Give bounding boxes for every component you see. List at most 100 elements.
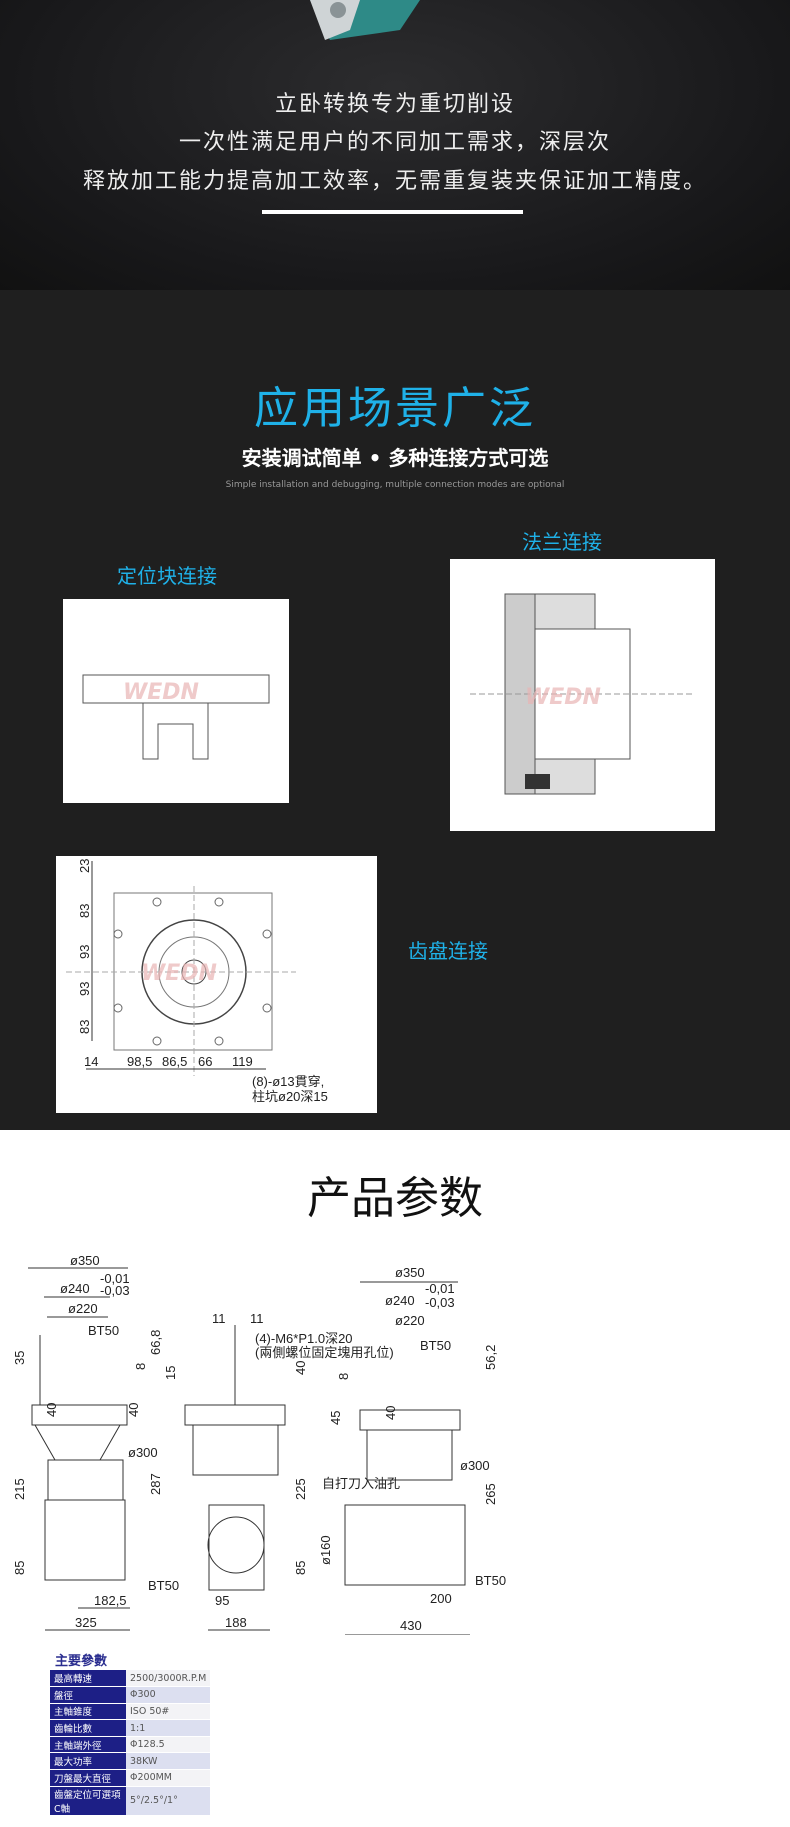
flange-connection-drawing: WEDN bbox=[450, 559, 715, 831]
dim-h-2: 86,5 bbox=[162, 1054, 187, 1069]
gear-plate-connection-drawing: 23 83 93 93 83 14 98,5 86,5 66 119 (8)-ø… bbox=[56, 856, 377, 1113]
dim-h-4: 119 bbox=[232, 1054, 253, 1069]
param-name: 盤徑 bbox=[50, 1686, 126, 1704]
d1-bt50b: BT50 bbox=[148, 1578, 179, 1593]
param-value: 1:1 bbox=[126, 1719, 211, 1737]
d3-d300: ø300 bbox=[460, 1458, 490, 1473]
d1-w1825: 182,5 bbox=[94, 1593, 127, 1608]
mode-label-block: 定位块连接 bbox=[117, 564, 217, 588]
d3-tol-dn: -0,03 bbox=[425, 1295, 455, 1310]
d3-d350: ø350 bbox=[395, 1265, 425, 1280]
dim-h-3: 66 bbox=[198, 1054, 212, 1069]
param-value: 38KW bbox=[126, 1752, 211, 1771]
d1-h35: 35 bbox=[12, 1351, 27, 1365]
d1-w325: 325 bbox=[75, 1615, 97, 1630]
params-section: 产品参数 ø350 ø240 -0,01 -0,03 ø220 BT50 35 bbox=[0, 1130, 790, 1827]
d3-bt50b: BT50 bbox=[475, 1573, 506, 1588]
dim-h-0: 14 bbox=[84, 1054, 98, 1069]
applications-subtitle: 安装调试简单 • 多种连接方式可选 bbox=[241, 446, 549, 470]
d1-d350: ø350 bbox=[70, 1253, 100, 1268]
d1-h40b: 40 bbox=[126, 1403, 141, 1417]
d2-w95: 95 bbox=[215, 1593, 229, 1608]
d3-h40: 40 bbox=[383, 1406, 398, 1420]
block-connection-drawing: WEDN bbox=[63, 599, 289, 803]
svg-text:WEDN: WEDN bbox=[525, 685, 601, 710]
intro-line-1: 立卧转换专为重切削设 bbox=[274, 92, 515, 117]
param-name: 主軸錐度 bbox=[50, 1703, 126, 1721]
dim-v-1: 83 bbox=[77, 904, 92, 918]
d3-h45: 45 bbox=[328, 1411, 343, 1425]
product-image bbox=[310, 0, 420, 40]
d2-note2: (兩側螺位固定塊用孔位) bbox=[255, 1345, 394, 1360]
d2-h40: 40 bbox=[293, 1361, 308, 1375]
d2-h225: 225 bbox=[293, 1478, 308, 1500]
applications-section: 应用场景广泛 安装调试简单 • 多种连接方式可选 Simple installa… bbox=[0, 290, 790, 1130]
dim-v-4: 83 bbox=[77, 1020, 92, 1034]
d1-d300: ø300 bbox=[128, 1445, 158, 1460]
watermark: WEDN bbox=[141, 961, 217, 986]
d3-tol-up: -0,01 bbox=[425, 1281, 455, 1296]
divider bbox=[262, 210, 523, 214]
param-value: Φ200MM bbox=[126, 1769, 211, 1787]
params-title: 产品参数 bbox=[307, 1173, 483, 1224]
gear-note-2: 柱坑ø20深15 bbox=[252, 1089, 328, 1104]
d1-h668: 66,8 bbox=[148, 1330, 163, 1355]
d1-h8: 8 bbox=[133, 1363, 148, 1370]
d3-d160: ø160 bbox=[318, 1535, 333, 1565]
d2-h15: 15 bbox=[163, 1366, 178, 1380]
d2-note: (4)-M6*P1.0深20 bbox=[255, 1331, 353, 1346]
d3-h8: 8 bbox=[336, 1373, 351, 1380]
d1-tol-up: -0,01 bbox=[100, 1271, 130, 1286]
d3-d220: ø220 bbox=[395, 1313, 425, 1328]
param-name: 齒輪比數 bbox=[50, 1719, 126, 1737]
d3-d240: ø240 bbox=[385, 1293, 415, 1308]
mode-label-gear: 齿盘连接 bbox=[408, 939, 488, 963]
d1-tol-dn: -0,03 bbox=[100, 1283, 130, 1298]
d1-h215: 215 bbox=[12, 1478, 27, 1500]
d2-w11b: 11 bbox=[250, 1311, 264, 1326]
param-value: Φ128.5 bbox=[126, 1736, 211, 1754]
d1-h85: 85 bbox=[12, 1561, 27, 1575]
dim-v-2: 93 bbox=[77, 945, 92, 959]
d2-h85: 85 bbox=[293, 1561, 308, 1575]
param-value: ISO 50# bbox=[126, 1703, 211, 1721]
mode-label-flange: 法兰连接 bbox=[522, 530, 602, 554]
d1-d220: ø220 bbox=[68, 1301, 98, 1316]
d2-w188: 188 bbox=[225, 1615, 247, 1630]
intro-line-3: 释放加工能力提高加工效率，无需重复装夹保证加工精度。 bbox=[82, 169, 707, 194]
applications-title: 应用场景广泛 bbox=[254, 383, 536, 434]
d1-h287: 287 bbox=[148, 1473, 163, 1495]
dim-v-0: 23 bbox=[77, 859, 92, 873]
d1-h40a: 40 bbox=[44, 1403, 59, 1417]
applications-subtitle-en: Simple installation and debugging, multi… bbox=[225, 480, 565, 490]
param-value: 2500/3000R.P.M bbox=[126, 1670, 211, 1688]
d3-bt50: BT50 bbox=[420, 1338, 451, 1353]
param-name: 刀盤最大直徑 bbox=[50, 1769, 126, 1787]
param-name: 最高轉速 bbox=[50, 1670, 126, 1688]
param-name: 齒盤定位可選項C軸 bbox=[50, 1786, 126, 1816]
param-name: 主軸端外徑 bbox=[50, 1736, 126, 1754]
intro-line-2: 一次性满足用户的不同加工需求，深层次 bbox=[178, 130, 611, 155]
param-value: Φ300 bbox=[126, 1686, 211, 1704]
table-title: 主要參數 bbox=[55, 1654, 108, 1669]
dimension-drawings: ø350 ø240 -0,01 -0,03 ø220 BT50 35 66,8 … bbox=[12, 1253, 506, 1635]
dim-h-1: 98,5 bbox=[127, 1054, 152, 1069]
d3-w430: 430 bbox=[400, 1618, 422, 1633]
d1-bt50: BT50 bbox=[88, 1323, 119, 1338]
d2-w11a: 11 bbox=[212, 1311, 226, 1326]
d3-h265: 265 bbox=[483, 1483, 498, 1505]
svg-text:WEDN: WEDN bbox=[123, 680, 199, 705]
param-value: 5°/2.5°/1° bbox=[126, 1786, 211, 1816]
d3-oil: 自打刀入油孔 bbox=[322, 1476, 400, 1491]
d3-w200: 200 bbox=[430, 1591, 452, 1606]
param-name: 最大功率 bbox=[50, 1752, 126, 1771]
